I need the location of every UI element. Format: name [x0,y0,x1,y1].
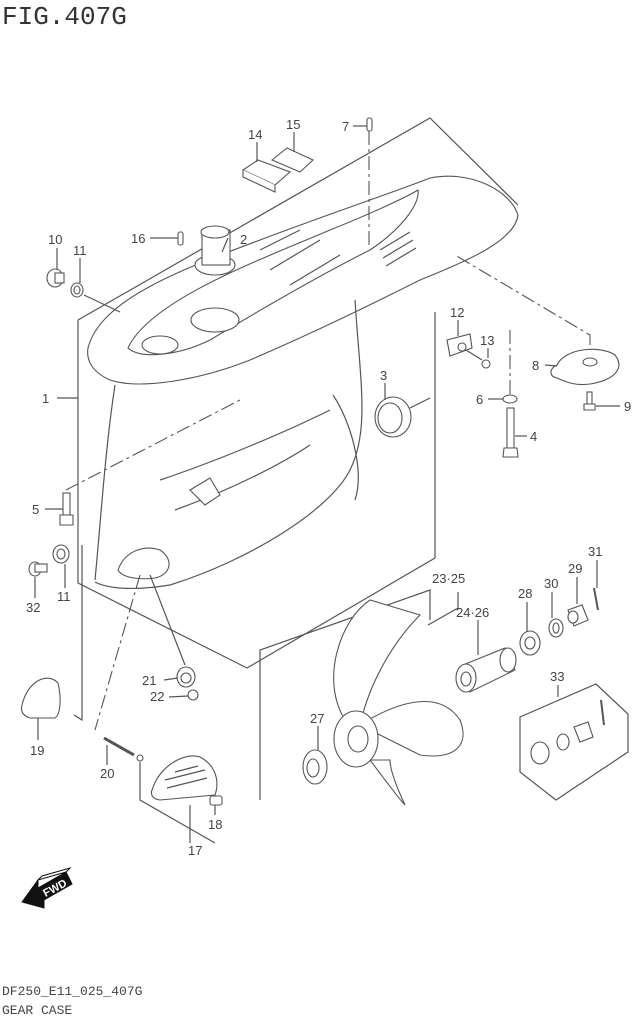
part-24-26-bushing [455,647,517,693]
callout-33: 33 [550,669,564,684]
callout-4: 4 [530,429,537,444]
drawing-code: DF250_E11_025_407G [2,984,143,999]
leader-lines [34,125,620,843]
section-name: GEAR CASE [2,1003,73,1018]
leader-21 [149,574,186,666]
callout-30: 30 [544,576,558,591]
callout-3: 3 [380,368,387,383]
callout-22: 22 [150,689,164,704]
callout-18: 18 [208,817,222,832]
callout-27: 27 [310,711,324,726]
callout-32: 32 [26,600,40,615]
gear-case-housing [87,175,519,590]
propeller-frame [259,589,431,800]
gear-case-frame [77,117,519,669]
part-11-washer-top [70,282,121,313]
part-13-screw [465,349,491,369]
part-15-plate [270,147,314,173]
part-9-bolt [583,391,596,411]
callout-6: 6 [476,392,483,407]
callout-23-25: 23·25 [432,571,465,586]
callout-19: 19 [30,743,44,758]
bracket-23-25 [427,592,459,626]
part-18-clip [209,795,223,806]
callout-13: 13 [480,333,494,348]
callout-11-lower: 11 [57,589,71,604]
part-8-trim-tab [454,254,620,386]
callout-28: 28 [518,586,532,601]
callout-21: 21 [142,673,156,688]
part-20-bolt [103,736,144,762]
part-21-grommet [176,666,196,688]
part-11-washer-lower [52,544,70,564]
callout-29: 29 [568,561,582,576]
part-3-ring [374,396,431,438]
part-4-bolt [502,407,519,458]
callout-2: 2 [240,232,247,247]
callout-24-26: 24·26 [456,605,489,620]
callout-11-top: 11 [73,243,87,258]
figure-title: FIG.407G [2,2,127,32]
callout-7: 7 [342,119,349,134]
callout-31: 31 [588,544,602,559]
callout-9: 9 [624,399,631,414]
fwd-label: FWD [41,877,69,899]
propeller [333,599,464,806]
callout-15: 15 [286,117,300,132]
callout-5: 5 [32,502,39,517]
part-29-nut [567,604,589,627]
part-19-cover [20,677,61,719]
part-30-washer [548,618,564,638]
callout-10: 10 [48,232,62,247]
part-33-kit [519,683,629,801]
callout-12: 12 [450,305,464,320]
callout-16: 16 [131,231,145,246]
part-17-grille [150,755,218,801]
part-16-dowel [177,231,184,246]
part-27-thrust-washer [302,749,328,785]
callout-20: 20 [100,766,114,781]
fwd-arrow-icon: FWD [21,866,73,909]
callout-8: 8 [532,358,539,373]
part-22-screw [187,689,199,701]
part-14-plate [241,159,292,193]
leader-20 [94,574,141,731]
callout-17: 17 [188,843,202,858]
callout-1: 1 [42,391,49,406]
frame-left-lower [73,545,83,722]
part-10-plug [46,268,65,288]
part-28-spacer [519,630,541,656]
callout-14: 14 [248,127,262,142]
part-5-bolt [59,399,241,526]
part-31-cotter-pin [593,587,599,611]
part-32-zinc [28,561,48,577]
part-7-dowel [366,117,373,245]
part-6-washer [502,330,518,404]
part-12-anode-block [446,333,473,357]
